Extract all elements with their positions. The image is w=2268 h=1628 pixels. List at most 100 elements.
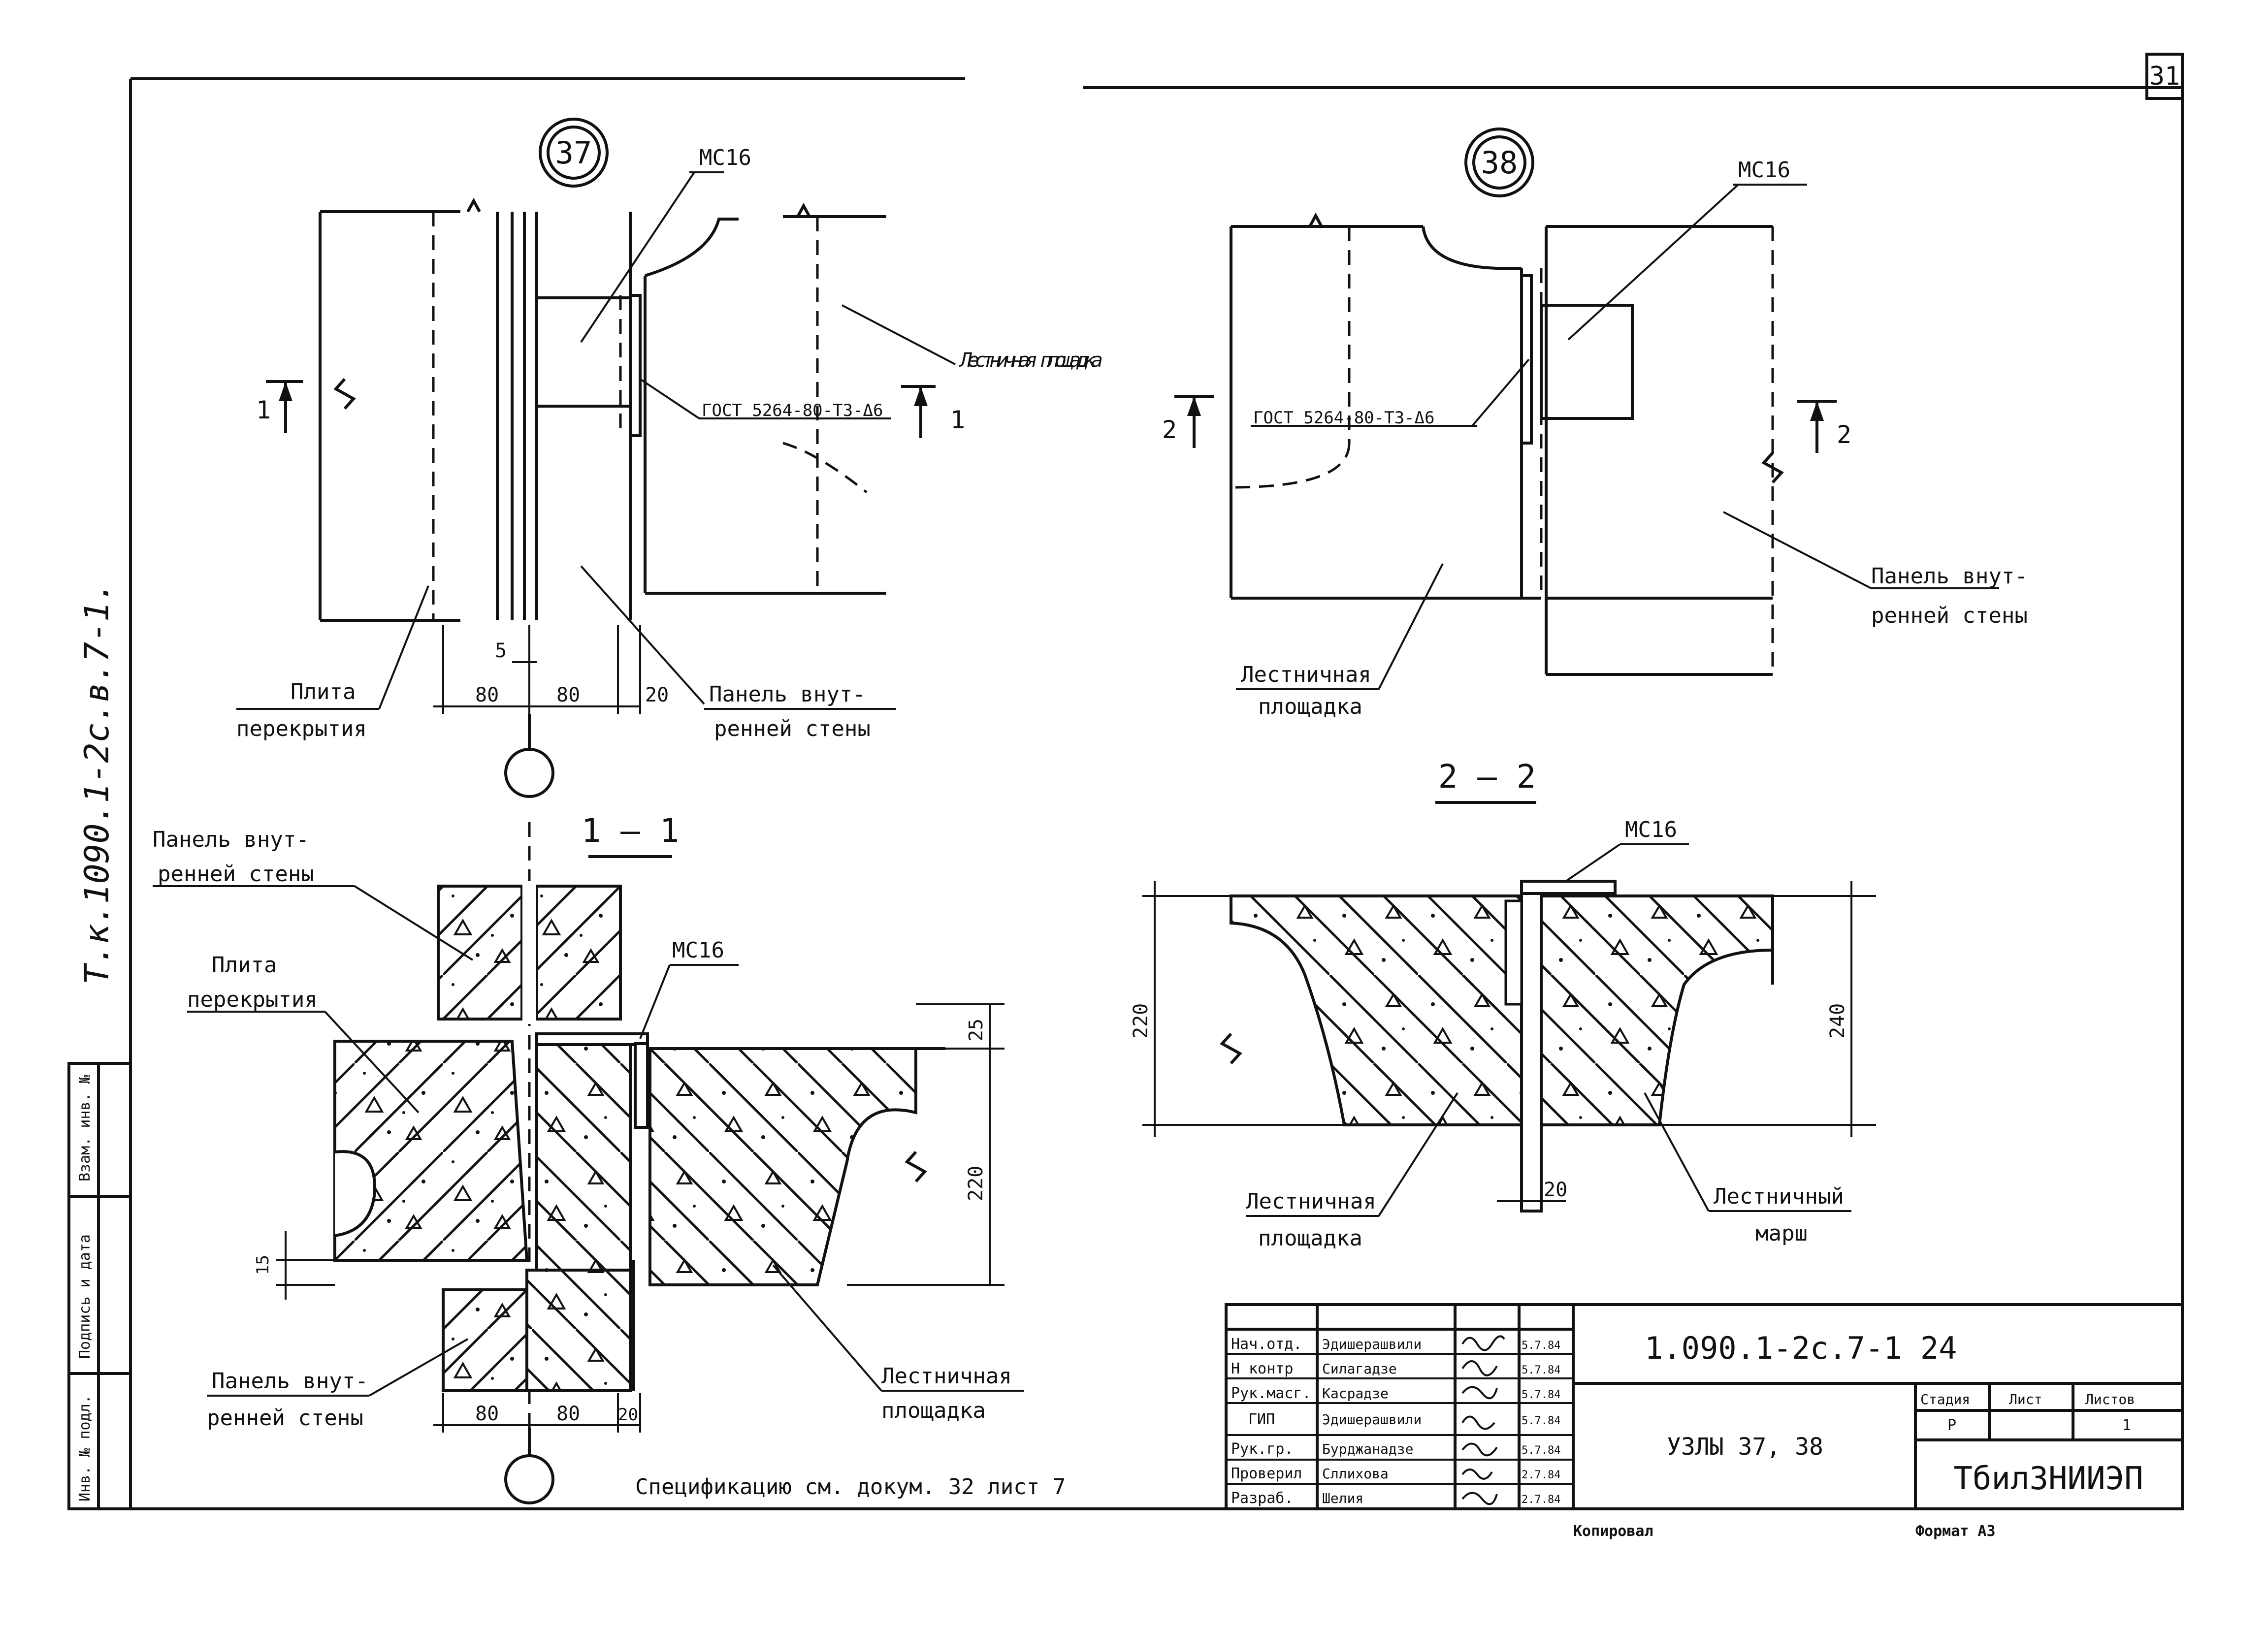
page-number-box: 31: [2145, 53, 2184, 100]
svg-text:Касрадзе: Касрадзе: [1322, 1385, 1389, 1402]
node-37: 37 МС16 ГОСТ 5264-80-Т3-Δ6 Лест: [236, 118, 1103, 798]
svg-text:220: 220: [965, 1166, 987, 1201]
svg-text:Разраб.: Разраб.: [1231, 1490, 1293, 1507]
svg-text:Шелия: Шелия: [1322, 1490, 1363, 1506]
s11-dimensions: 25 220 15 80 80 20: [253, 1003, 1004, 1433]
node-38-landing-l2: площадка: [1258, 694, 1362, 719]
node-37-landing: Лестничная площадка: [959, 349, 1103, 372]
signatures: [1461, 1335, 1505, 1505]
svg-text:240: 240: [1826, 1003, 1849, 1039]
role-row: Проверил Сллихова 2.7.84: [1231, 1465, 1560, 1482]
svg-text:220: 220: [1130, 1003, 1152, 1039]
role-row: Нач.отд. Эдишерашвили 5.7.84: [1231, 1336, 1560, 1353]
spec-note: Спецификацию см. докум. 32 лист 7: [635, 1474, 1066, 1500]
svg-text:Проверил: Проверил: [1231, 1465, 1302, 1482]
svg-text:2.7.84: 2.7.84: [1522, 1494, 1560, 1506]
svg-text:5.7.84: 5.7.84: [1522, 1340, 1560, 1352]
side-stamp: Т.к.1090.1-2с.в.7-1.: [78, 581, 117, 985]
s11-landing-l2: площадка: [881, 1398, 986, 1423]
s11-panel-top-l1: Панель внут-: [153, 827, 309, 852]
s22-landing-l2: площадка: [1258, 1226, 1362, 1251]
svg-text:2: 2: [1162, 415, 1177, 444]
svg-text:80: 80: [475, 1403, 499, 1425]
role-row: Рук.масг. Касрадзе 5.7.84: [1231, 1385, 1560, 1402]
section-2-2: 2 – 2 МС16 220 240 20 Ле: [1130, 758, 1876, 1251]
svg-text:15: 15: [253, 1255, 273, 1275]
drawing-title: УЗЛЫ 37, 38: [1667, 1433, 1823, 1461]
format-label: Формат А3: [1915, 1523, 1996, 1540]
doc-code: 1.090.1-2с.7-1 24: [1645, 1330, 1957, 1366]
svg-text:Рук.гр.: Рук.гр.: [1231, 1440, 1293, 1458]
s22-march-l2: марш: [1755, 1221, 1808, 1246]
organization: ТбилЗНИИЭП: [1953, 1461, 2143, 1497]
strip-label-sign: Подпись и дата: [76, 1234, 94, 1359]
node-38-gost: ГОСТ 5264-80-Т3-Δ6: [1253, 408, 1434, 428]
node-38-marker: 38: [1481, 145, 1518, 181]
svg-text:Сллихова: Сллихова: [1322, 1466, 1389, 1482]
node-37-section-left: 1: [256, 380, 303, 433]
s11-slab-l2: перекрытия: [187, 987, 318, 1012]
node-37-slab-l1: Плита: [291, 679, 356, 704]
left-strip: Инв. № подл. Подпись и дата Взам. инв. №: [67, 1062, 132, 1510]
svg-text:1: 1: [950, 406, 965, 434]
sheet-frame: [69, 77, 2184, 1510]
s22-march-l1: Лестничный: [1714, 1184, 1844, 1209]
node-37-panel-l2: ренней стены: [714, 716, 871, 741]
sheets-value: 1: [2122, 1417, 2131, 1434]
svg-text:5: 5: [495, 639, 507, 662]
svg-text:ГИП: ГИП: [1248, 1411, 1275, 1428]
svg-text:80: 80: [556, 1403, 580, 1425]
s11-landing-l1: Лестничная: [881, 1364, 1012, 1389]
svg-text:Эдишерашвили: Эдишерашвили: [1322, 1411, 1422, 1428]
svg-text:80: 80: [556, 684, 580, 706]
svg-text:Рук.масг.: Рук.масг.: [1231, 1385, 1311, 1402]
role-row: Рук.гр. Бурджанадзе 5.7.84: [1231, 1440, 1560, 1458]
node-37-dimensions: 5 80 80 20: [433, 625, 669, 714]
s11-slab-l1: Плита: [212, 953, 277, 978]
section-1-1: 1 – 1 Панель внут- ренней стены: [153, 812, 1024, 1504]
role-row: Разраб. Шелия 2.7.84: [1231, 1490, 1560, 1507]
svg-text:20: 20: [618, 1405, 638, 1425]
section-2-2-title: 2 – 2: [1438, 758, 1536, 796]
page-number: 31: [2149, 62, 2180, 91]
svg-text:25: 25: [965, 1019, 987, 1041]
node-38: 38 МС16 ГОСТ 5264-80-Т3-Δ6 Панель внут- …: [1162, 128, 2028, 719]
svg-text:20: 20: [645, 684, 669, 706]
svg-text:Нач.отд.: Нач.отд.: [1231, 1336, 1302, 1353]
sheets-header: Листов: [2085, 1391, 2135, 1407]
node-38-weld-label: МС16: [1738, 158, 1790, 183]
stage-header: Стадия: [1920, 1391, 1970, 1407]
node-37-panel-l1: Панель внут-: [709, 682, 866, 707]
title-block: Нач.отд. Эдишерашвили 5.7.84 Н контр Сил…: [1225, 1303, 2184, 1510]
s22-dimensions: 220 240 20: [1130, 881, 1876, 1202]
svg-text:Силагадзе: Силагадзе: [1322, 1361, 1397, 1377]
node-37-section-right: 1: [901, 385, 965, 438]
strip-label-inv: Инв. № подл.: [76, 1395, 94, 1501]
svg-text:1: 1: [256, 396, 271, 424]
node-38-section-left: 2: [1162, 395, 1214, 448]
svg-text:5.7.84: 5.7.84: [1522, 1364, 1560, 1376]
node-38-panel-l2: ренней стены: [1871, 603, 2028, 628]
svg-text:Н контр: Н контр: [1231, 1360, 1293, 1377]
svg-text:80: 80: [475, 684, 499, 706]
s22-weld-label: МС16: [1625, 817, 1677, 842]
node-38-section-right: 2: [1797, 400, 1851, 453]
sheet-header: Лист: [2009, 1391, 2042, 1407]
copied-label: Копировал: [1573, 1523, 1653, 1540]
section-1-1-title: 1 – 1: [582, 812, 680, 850]
svg-text:Бурджанадзе: Бурджанадзе: [1322, 1441, 1413, 1457]
svg-text:20: 20: [1544, 1179, 1567, 1201]
role-row: ГИП Эдишерашвили 5.7.84: [1248, 1411, 1560, 1428]
node-37-slab-l2: перекрытия: [236, 716, 367, 741]
node-37-gost: ГОСТ 5264-80-Т3-Δ6: [702, 401, 883, 420]
s11-panel-bot-l1: Панель внут-: [212, 1369, 368, 1394]
s11-panel-bot-l2: ренней стены: [207, 1405, 363, 1431]
node-38-landing-l1: Лестничная: [1241, 662, 1371, 687]
s11-weld-label: МС16: [672, 938, 724, 963]
node-37-weld-label: МС16: [699, 145, 751, 170]
strip-label-repl: Взам. инв. №: [76, 1075, 94, 1181]
stage-value: Р: [1947, 1417, 1956, 1434]
svg-text:5.7.84: 5.7.84: [1522, 1415, 1560, 1427]
svg-text:5.7.84: 5.7.84: [1522, 1444, 1560, 1457]
